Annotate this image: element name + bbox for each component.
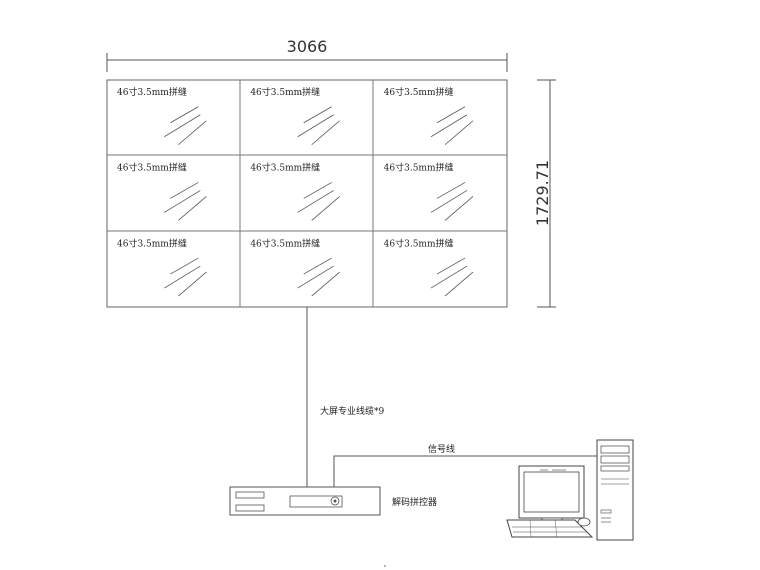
wall-cell-label: 46寸3.5mm拼缝 bbox=[384, 162, 454, 174]
glare-mark bbox=[436, 106, 466, 124]
wall-cell: 46寸3.5mm拼缝 bbox=[250, 86, 340, 146]
glare-mark bbox=[297, 114, 334, 138]
width-label: 3066 bbox=[287, 37, 328, 56]
wall-cell: 46寸3.5mm拼缝 bbox=[384, 237, 474, 297]
mouse-icon bbox=[577, 517, 591, 527]
signal-line bbox=[333, 455, 598, 487]
wall-cell-label: 46寸3.5mm拼缝 bbox=[250, 162, 320, 174]
glare-mark bbox=[444, 120, 474, 146]
glare-mark bbox=[444, 271, 474, 297]
wall-cell-label: 46寸3.5mm拼缝 bbox=[117, 162, 187, 174]
cable-label: 大屏专业线缆*9 bbox=[320, 405, 385, 417]
glare-mark bbox=[164, 114, 201, 138]
glare-mark bbox=[430, 190, 468, 213]
width-dimension: 3066 bbox=[106, 37, 508, 72]
controller-label: 解码拼控器 bbox=[392, 496, 437, 508]
video-wall: 46寸3.5mm拼缝 46寸3.5mm拼缝 46寸3.5mm拼缝 46寸3.5mm拼缝… bbox=[106, 79, 508, 308]
glare-mark bbox=[311, 120, 340, 146]
wall-cell: 46寸3.5mm拼缝 bbox=[250, 237, 340, 297]
wall-cell: 46寸3.5mm拼缝 bbox=[117, 162, 207, 221]
wall-cell-label: 46寸3.5mm拼缝 bbox=[384, 237, 454, 249]
wall-cell: 46寸3.5mm拼缝 bbox=[384, 162, 474, 221]
wall-cell-label: 46寸3.5mm拼缝 bbox=[117, 237, 187, 249]
glare-mark bbox=[303, 182, 332, 199]
wall-cell-label: 46寸3.5mm拼缝 bbox=[117, 86, 187, 98]
glare-mark bbox=[436, 257, 466, 275]
signal-label: 信号线 bbox=[428, 443, 455, 455]
wall-cell-label: 46寸3.5mm拼缝 bbox=[250, 86, 320, 98]
glare-mark bbox=[170, 257, 199, 275]
glare-mark bbox=[170, 106, 199, 124]
wall-cell: 46寸3.5mm拼缝 bbox=[117, 86, 207, 146]
glare-mark bbox=[303, 257, 332, 275]
glare-mark bbox=[164, 190, 201, 213]
glare-mark bbox=[430, 265, 468, 289]
glare-mark bbox=[297, 190, 334, 213]
wall-cell: 46寸3.5mm拼缝 bbox=[250, 162, 340, 221]
decoder-controller bbox=[229, 486, 381, 516]
glare-mark bbox=[178, 271, 207, 297]
height-dimension: 1729.71 bbox=[533, 79, 556, 308]
wall-cell: 46寸3.5mm拼缝 bbox=[117, 237, 207, 297]
pc-tower-icon bbox=[596, 439, 634, 541]
keyboard-icon bbox=[506, 519, 594, 538]
glare-mark bbox=[178, 120, 207, 146]
video-wall-frame bbox=[106, 79, 508, 308]
height-label: 1729.71 bbox=[533, 160, 552, 226]
wall-cell-label: 46寸3.5mm拼缝 bbox=[250, 237, 320, 249]
glare-mark bbox=[444, 196, 474, 221]
glare-mark bbox=[436, 182, 466, 199]
glare-mark bbox=[311, 196, 340, 221]
wall-cell-label: 46寸3.5mm拼缝 bbox=[384, 86, 454, 98]
glare-mark bbox=[170, 182, 199, 199]
wall-cell: 46寸3.5mm拼缝 bbox=[384, 86, 474, 146]
glare-mark bbox=[303, 106, 332, 124]
glare-mark bbox=[430, 114, 468, 138]
glare-mark bbox=[311, 271, 340, 297]
monitor-icon bbox=[518, 465, 585, 524]
glare-mark bbox=[178, 196, 207, 221]
glare-mark bbox=[297, 265, 334, 289]
glare-mark bbox=[164, 265, 201, 289]
